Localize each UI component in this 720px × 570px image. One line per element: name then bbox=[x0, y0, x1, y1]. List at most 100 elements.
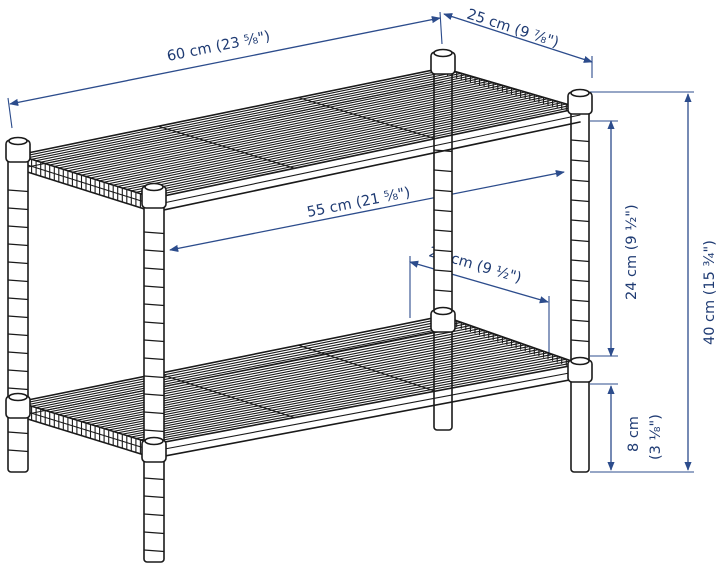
shelf-support-wire bbox=[157, 125, 296, 169]
post-ring bbox=[7, 189, 29, 193]
post-cap-top bbox=[433, 306, 453, 316]
post-cap-top bbox=[8, 392, 28, 402]
extension-line bbox=[439, 11, 443, 45]
post-ring bbox=[570, 319, 590, 323]
shelf-gap-label: 24 cm (9 ½") bbox=[624, 204, 640, 300]
post-ring bbox=[570, 199, 590, 203]
shelf-wire bbox=[67, 82, 494, 186]
post-ring bbox=[570, 159, 590, 163]
post-ring bbox=[143, 321, 165, 325]
post-ring bbox=[143, 249, 165, 253]
shelf-wire bbox=[85, 87, 513, 192]
shelf-wire bbox=[80, 86, 508, 190]
post-ring bbox=[143, 375, 165, 379]
shelf-wire bbox=[121, 98, 549, 203]
shelf-wire bbox=[94, 90, 522, 194]
shelf-wire bbox=[126, 99, 554, 204]
top-depth-label: 25 cm (9 ⅞") bbox=[465, 7, 561, 52]
post-ring bbox=[433, 289, 453, 293]
post-ring bbox=[570, 179, 590, 183]
shelf-wire bbox=[44, 75, 471, 179]
post-ring bbox=[7, 261, 29, 265]
post-ring bbox=[7, 225, 29, 229]
inner-width-dimension-line bbox=[169, 170, 565, 252]
total-height-label: 40 cm (15 ¾") bbox=[702, 240, 718, 345]
front-left-post bbox=[7, 143, 29, 473]
leg-height-label-line2: (3 ⅛") bbox=[648, 414, 664, 460]
top-width-dimension-line bbox=[9, 16, 441, 106]
post-ring bbox=[7, 243, 29, 247]
post-ring bbox=[143, 513, 165, 517]
post-ring bbox=[143, 477, 165, 481]
shelf-wire bbox=[62, 80, 490, 184]
post-ring bbox=[143, 429, 165, 433]
shelf-wire bbox=[53, 78, 481, 182]
post-ring bbox=[7, 207, 29, 211]
back-right-post bbox=[570, 99, 590, 473]
post-ring bbox=[143, 231, 165, 235]
shelf-wire bbox=[103, 92, 531, 197]
post-ring bbox=[570, 339, 590, 343]
shelf-side-rail bbox=[153, 114, 581, 206]
shelf-wire bbox=[89, 88, 517, 193]
shelf-wire bbox=[58, 79, 485, 183]
post-ring bbox=[570, 219, 590, 223]
post-ring bbox=[7, 369, 29, 373]
shelf-support-wire bbox=[297, 97, 436, 140]
post-ring bbox=[570, 259, 590, 263]
shelf-wire bbox=[71, 83, 499, 187]
post-ring bbox=[7, 315, 29, 319]
post-ring bbox=[143, 339, 165, 343]
shelf-wire bbox=[108, 94, 535, 199]
top-width-label: 60 cm (23 ⅝") bbox=[166, 29, 272, 65]
post-ring bbox=[433, 149, 453, 153]
post-ring bbox=[570, 299, 590, 303]
post-ring bbox=[143, 285, 165, 289]
leg-height-label-line1: 8 cm bbox=[626, 416, 642, 452]
post-ring bbox=[7, 387, 29, 391]
shelf-wire bbox=[76, 84, 503, 189]
post-ring bbox=[7, 449, 29, 453]
post-ring bbox=[570, 139, 590, 143]
post-ring bbox=[570, 239, 590, 243]
post-ring bbox=[7, 351, 29, 355]
post-cap-top bbox=[570, 88, 590, 98]
shelf-wire bbox=[40, 74, 467, 177]
shelf-support-wire bbox=[157, 373, 296, 419]
post-cap-top bbox=[570, 356, 590, 366]
bottom-shelf bbox=[17, 315, 584, 459]
extension-line bbox=[7, 97, 13, 129]
post-ring bbox=[433, 229, 453, 233]
top-depth-dimension-line bbox=[443, 13, 593, 63]
post-ring bbox=[433, 249, 453, 253]
shelf-wire bbox=[139, 103, 567, 209]
post-ring bbox=[7, 297, 29, 301]
post-ring bbox=[143, 495, 165, 499]
post-ring bbox=[143, 393, 165, 397]
post-caps bbox=[5, 48, 593, 463]
post-rings bbox=[7, 139, 590, 553]
shelf-support-wire bbox=[297, 344, 436, 392]
inner-width-label: 55 cm (21 ⅝") bbox=[306, 185, 412, 221]
post-ring bbox=[433, 169, 453, 173]
shelf-wire bbox=[112, 95, 540, 200]
post-ring bbox=[143, 303, 165, 307]
inner-depth-dimension-line bbox=[409, 260, 549, 304]
post-ring bbox=[143, 411, 165, 415]
shelf-side-rail bbox=[153, 370, 581, 452]
post-cap-top bbox=[433, 48, 453, 58]
post-ring bbox=[433, 269, 453, 273]
shelf-wire bbox=[117, 96, 545, 202]
post-ring bbox=[570, 279, 590, 283]
post-ring bbox=[143, 267, 165, 271]
post-ring bbox=[143, 357, 165, 361]
shelf-wire bbox=[99, 91, 526, 196]
post-ring bbox=[143, 531, 165, 535]
shelf-wire bbox=[135, 102, 563, 207]
shelf-wire bbox=[49, 76, 476, 180]
post-cap-top bbox=[8, 136, 28, 146]
post-cap-top bbox=[144, 436, 164, 446]
top-shelf bbox=[14, 67, 581, 213]
